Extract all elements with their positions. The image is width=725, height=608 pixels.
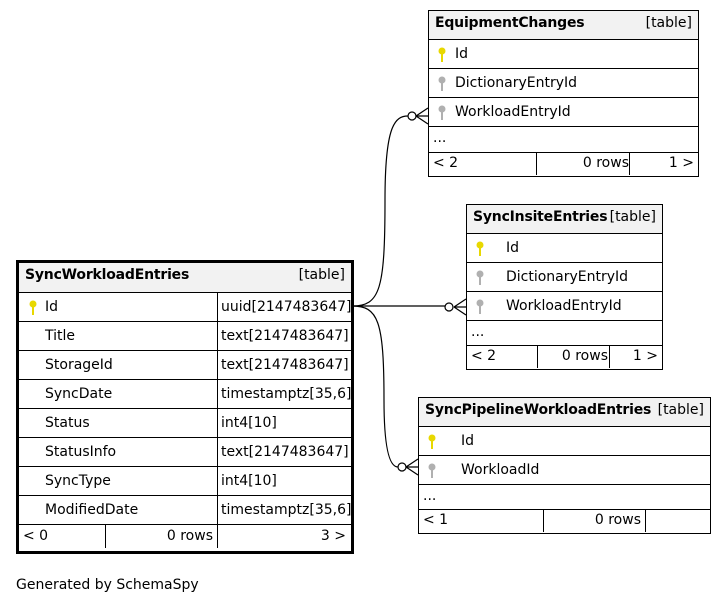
parents-count[interactable]: < 1 xyxy=(423,512,449,528)
table-name: SyncPipelineWorkloadEntries xyxy=(425,402,652,418)
column-name: SyncType xyxy=(45,473,111,489)
column-name: Id xyxy=(45,299,59,315)
generated-by-note: Generated by SchemaSpy xyxy=(16,577,199,593)
foreign-key-icon xyxy=(476,270,484,285)
column-row: Title text[2147483647] xyxy=(19,322,351,351)
column-type: timestamptz[35,6] xyxy=(217,380,351,408)
table-header: SyncInsiteEntries [table] xyxy=(467,205,662,234)
more-columns-ellipsis: ... xyxy=(433,130,447,146)
table-footer: < 1 0 rows xyxy=(419,509,710,532)
column-row: WorkloadEntryId xyxy=(467,292,662,321)
foreign-key-icon xyxy=(438,76,446,91)
column-row: Id uuid[2147483647] xyxy=(19,293,352,322)
children-count[interactable]: 1 > xyxy=(629,152,694,175)
primary-key-icon xyxy=(29,300,37,315)
column-name: ModifiedDate xyxy=(45,502,139,518)
relation-marker-sync-pipeline xyxy=(397,462,407,472)
table-sync-pipeline-workload-entries[interactable]: SyncPipelineWorkloadEntries [table] Id W… xyxy=(418,397,711,534)
relation-crowfoot-sync-insite-entries xyxy=(453,298,467,316)
table-name: EquipmentChanges xyxy=(435,15,585,31)
table-header: SyncWorkloadEntries [table] xyxy=(19,263,351,293)
column-row: Id xyxy=(419,427,710,456)
row-count: 0 rows xyxy=(536,152,629,175)
foreign-key-icon xyxy=(476,299,484,314)
primary-key-icon xyxy=(438,47,446,62)
column-row: WorkloadId xyxy=(419,456,710,485)
column-type: timestamptz[35,6] xyxy=(217,496,351,524)
column-row: WorkloadEntryId xyxy=(429,98,698,127)
column-type: text[2147483647] xyxy=(217,438,349,466)
relation-crowfoot-sync-pipeline xyxy=(405,458,419,476)
table-name: SyncInsiteEntries xyxy=(473,209,608,225)
column-name: Status xyxy=(45,415,90,431)
column-name: StatusInfo xyxy=(45,444,117,460)
more-columns-ellipsis: ... xyxy=(423,488,437,504)
column-name: SyncDate xyxy=(45,386,113,402)
ellipsis-row: ... xyxy=(467,321,662,346)
column-type: text[2147483647] xyxy=(217,351,349,379)
table-header: EquipmentChanges [table] xyxy=(429,11,698,40)
table-sync-workload-entries[interactable]: SyncWorkloadEntries [table] Id uuid[2147… xyxy=(16,260,354,554)
column-type: uuid[2147483647] xyxy=(217,293,352,321)
table-sync-insite-entries[interactable]: SyncInsiteEntries [table] Id DictionaryE… xyxy=(466,204,663,370)
table-footer: < 2 0 rows 1 > xyxy=(467,345,662,368)
relation-marker-sync-insite-entries xyxy=(444,302,454,312)
column-name: StorageId xyxy=(45,357,113,373)
column-name: WorkloadEntryId xyxy=(506,298,622,314)
column-name: WorkloadEntryId xyxy=(455,104,571,120)
column-type: int4[10] xyxy=(217,467,277,495)
column-name: DictionaryEntryId xyxy=(455,75,578,91)
column-name: Id xyxy=(455,46,469,62)
ellipsis-row: ... xyxy=(419,485,710,510)
foreign-key-icon xyxy=(438,105,446,120)
column-row: DictionaryEntryId xyxy=(467,263,662,292)
column-row: SyncDate timestamptz[35,6] xyxy=(19,380,351,409)
column-row: ModifiedDate timestamptz[35,6] xyxy=(19,496,351,525)
table-kind: [table] xyxy=(657,402,704,418)
ellipsis-row: ... xyxy=(429,127,698,153)
table-name: SyncWorkloadEntries xyxy=(25,267,190,283)
relation-line-sync-pipeline xyxy=(351,305,399,468)
column-type: text[2147483647] xyxy=(217,322,349,350)
relation-marker-equipment-changes xyxy=(407,111,417,121)
column-row: DictionaryEntryId xyxy=(429,69,698,98)
column-row: Id xyxy=(429,40,698,69)
column-name: WorkloadId xyxy=(461,462,540,478)
foreign-key-icon xyxy=(428,463,436,478)
column-name: Id xyxy=(506,240,520,256)
table-kind: [table] xyxy=(298,267,345,283)
column-row: Status int4[10] xyxy=(19,409,351,438)
column-row: StorageId text[2147483647] xyxy=(19,351,351,380)
column-name: Id xyxy=(461,433,475,449)
parents-count[interactable]: < 2 xyxy=(471,348,497,364)
relation-line-equipment-changes xyxy=(351,115,409,307)
table-footer: < 2 0 rows 1 > xyxy=(429,152,698,175)
column-name: Title xyxy=(45,328,76,344)
children-count[interactable]: 3 > xyxy=(217,525,346,548)
column-type: int4[10] xyxy=(217,409,277,437)
row-count: 0 rows xyxy=(105,525,213,548)
column-name: DictionaryEntryId xyxy=(506,269,629,285)
table-header: SyncPipelineWorkloadEntries [table] xyxy=(419,398,710,427)
children-count[interactable]: 1 > xyxy=(609,345,658,368)
more-columns-ellipsis: ... xyxy=(471,324,485,340)
table-footer: < 0 0 rows 3 > xyxy=(19,525,351,548)
relation-crowfoot-equipment-changes xyxy=(415,107,429,125)
primary-key-icon xyxy=(428,434,436,449)
table-kind: [table] xyxy=(645,15,692,31)
parents-count: < 0 xyxy=(23,528,49,544)
column-row: Id xyxy=(467,234,662,263)
row-count: 0 rows xyxy=(537,345,608,368)
table-equipment-changes[interactable]: EquipmentChanges [table] Id DictionaryEn… xyxy=(428,10,699,177)
table-kind: [table] xyxy=(609,209,656,225)
children-count xyxy=(645,509,706,532)
primary-key-icon xyxy=(476,241,484,256)
column-row: StatusInfo text[2147483647] xyxy=(19,438,351,467)
column-row: SyncType int4[10] xyxy=(19,467,351,496)
parents-count[interactable]: < 2 xyxy=(433,155,459,171)
row-count: 0 rows xyxy=(543,509,641,532)
